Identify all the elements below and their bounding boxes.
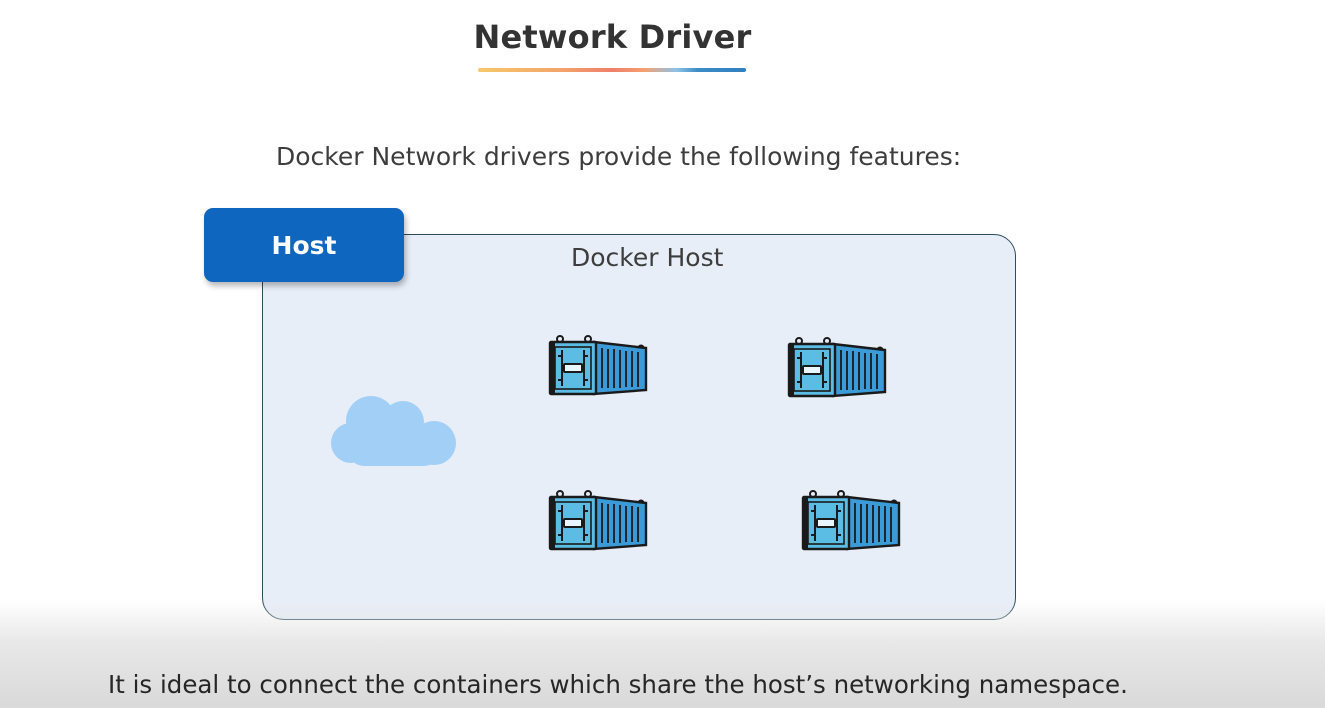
cloud-icon [331,396,456,466]
shipping-container-icon [787,337,887,398]
slide-subtitle: Docker Network drivers provide the follo… [276,142,962,171]
host-tab-label: Host [271,230,337,260]
shipping-container-icon [548,335,648,396]
docker-host-label: Docker Host [571,243,724,272]
slide-title: Network Driver [473,18,752,56]
caption-text: It is ideal to connect the containers wh… [108,670,1128,699]
shipping-container-icon [801,490,901,551]
shipping-container-icon [548,490,648,551]
title-underline [478,68,746,72]
host-tab: Host [204,208,404,282]
caption-background [0,600,1325,708]
